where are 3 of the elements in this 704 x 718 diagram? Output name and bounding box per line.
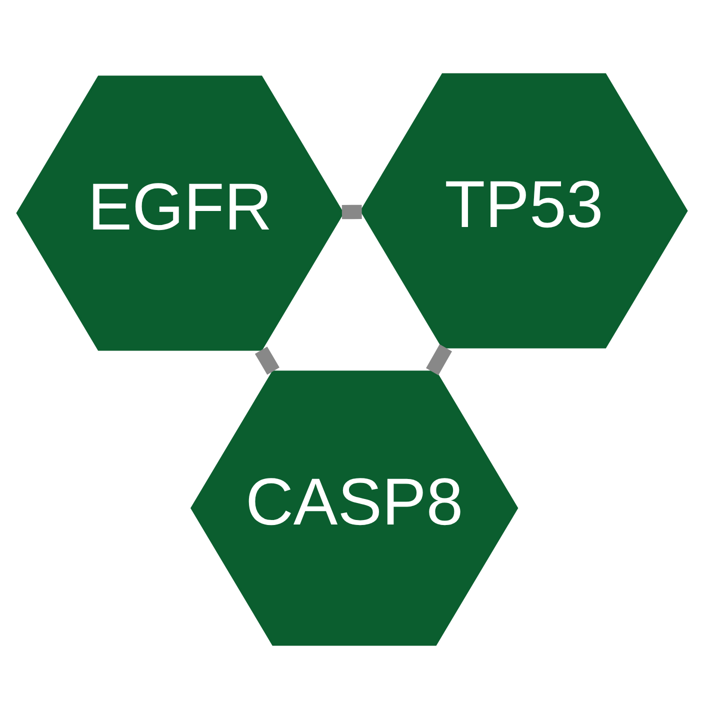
connector — [254, 346, 280, 374]
connector — [426, 344, 452, 375]
connector — [342, 204, 362, 219]
